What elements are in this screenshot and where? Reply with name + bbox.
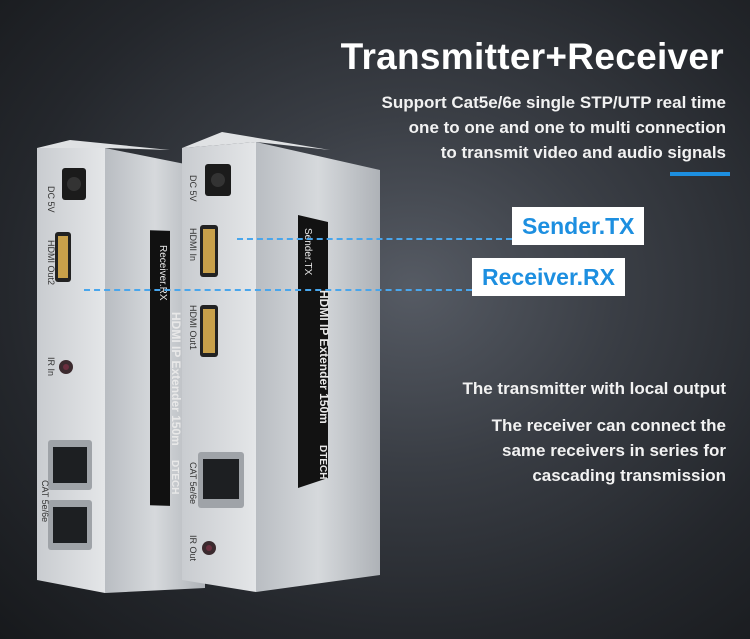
rx-port-hdmi-out: HDMI Out2 [46,240,56,285]
tx-port-hdmi-in: HDMI In [188,228,198,261]
accent-divider [670,172,730,176]
rx-side-label: Receiver.RX [157,245,168,301]
subtitle: Support Cat5e/6e single STP/UTP real tim… [306,90,726,165]
rx-port-cat: CAT 5e/6e [40,480,50,522]
tx-port-ir: IR Out [188,535,198,562]
receiver-device [37,140,205,593]
description-line: same receivers in series for [502,441,726,460]
rx-model-label: HDMI IP Extender 150m [169,312,183,446]
tx-port-cat: CAT 5e/6e [188,462,198,504]
tx-model-label: HDMI IP Extender 150m [317,290,331,424]
rx-port-ir: IR In [46,357,56,376]
description-line: The receiver can connect the [491,416,726,435]
receiver-label: Receiver.RX [472,258,625,296]
description-line: cascading transmission [532,466,726,485]
rx-port-dc: DC 5V [46,186,56,213]
tx-side-label: Sender.TX [302,228,313,276]
tx-brand-label: DTECH [317,445,328,479]
subtitle-line: one to one and one to multi connection [408,118,726,137]
subtitle-line: to transmit video and audio signals [440,143,726,162]
receiver-description: The receiver can connect the same receiv… [396,413,726,488]
transmitter-description: The transmitter with local output [462,379,726,398]
tx-port-hdmi-out: HDMI Out1 [188,305,198,350]
subtitle-line: Support Cat5e/6e single STP/UTP real tim… [381,93,726,112]
sender-device [182,132,380,592]
sender-pointer-line [237,238,512,240]
sender-label: Sender.TX [512,207,645,245]
tx-port-dc: DC 5V [188,175,198,202]
rx-brand-label: DTECH [169,460,180,494]
receiver-pointer-line [84,289,472,291]
page-title: Transmitter+Receiver [340,36,724,77]
